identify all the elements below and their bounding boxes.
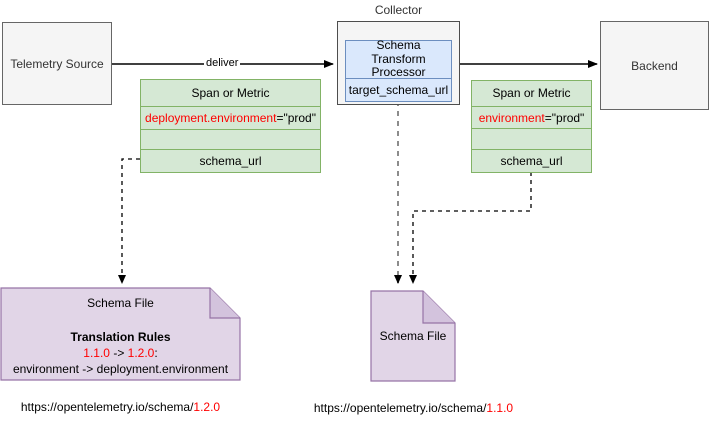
telemetry-before-title: Span or Metric	[141, 80, 320, 107]
rule-colon: :	[154, 346, 158, 361]
edge-schema-url-left-to-schema-file	[118, 158, 140, 284]
node-backend[interactable]: Backend	[600, 21, 709, 110]
telemetry-before-schema-url: schema_url	[199, 154, 262, 168]
telemetry-before-attribute: deployment.environment="prod"	[141, 107, 320, 130]
translation-rules-heading: Translation Rules	[70, 330, 171, 344]
telemetry-after-attribute-key: environment	[478, 110, 545, 125]
telemetry-before-attribute-key: deployment.environment	[145, 111, 277, 125]
schema-file-right-title: Schema File	[379, 329, 447, 343]
collector-caption: Collector	[374, 3, 423, 17]
processor-target-schema-url: target_schema_url	[348, 83, 449, 97]
rule-from-version: 1.1.0	[83, 346, 110, 361]
schema-file-left[interactable]: Schema File Translation Rules 1.1.0 -> 1…	[1, 288, 240, 380]
edge-label-deliver: deliver	[204, 57, 241, 69]
telemetry-after-title: Span or Metric	[472, 81, 591, 107]
schema-file-left-url-version: 1.2.0	[193, 400, 221, 414]
rule-to-version: 1.2.0	[127, 346, 155, 361]
telemetry-after-blank-row	[472, 129, 591, 151]
schema-file-left-rules: Translation Rules 1.1.0 -> 1.2.0: enviro…	[1, 329, 240, 378]
edge-schema-url-right-to-schema-file	[409, 172, 532, 284]
schema-file-left-title: Schema File	[87, 296, 154, 310]
telemetry-after-attribute: environment="prod"	[472, 107, 591, 130]
rule-mapping: environment -> deployment.environment	[12, 362, 229, 377]
rule-arrow: ->	[109, 346, 128, 361]
telemetry-before-blank-row	[141, 130, 320, 150]
schema-file-left-url: https://opentelemetry.io/schema/1.2.0	[1, 400, 240, 414]
schema-file-right-url: https://opentelemetry.io/schema/1.1.0	[311, 401, 516, 415]
node-schema-transform-processor[interactable]: Schema Transform Processor target_schema…	[345, 38, 452, 102]
telemetry-after-attribute-value: ="prod"	[544, 110, 585, 125]
node-telemetry-source[interactable]: Telemetry Source	[2, 22, 112, 105]
telemetry-after-schema-url: schema_url	[500, 154, 563, 169]
node-collector[interactable]: Schema Transform Processor target_schema…	[337, 21, 460, 105]
backend-label: Backend	[631, 58, 678, 73]
telemetry-before-attribute-value: ="prod"	[276, 111, 316, 125]
schema-file-left-url-prefix: https://opentelemetry.io/schema/	[20, 400, 194, 414]
telemetry-before-table[interactable]: Span or Metric deployment.environment="p…	[140, 79, 321, 173]
telemetry-after-table[interactable]: Span or Metric environment="prod" schema…	[471, 80, 592, 173]
processor-title: Schema Transform Processor	[346, 38, 451, 79]
schema-file-right[interactable]: Schema File	[371, 291, 455, 381]
schema-file-right-url-version: 1.1.0	[486, 401, 514, 415]
telemetry-source-label: Telemetry Source	[10, 56, 104, 71]
schema-file-right-url-prefix: https://opentelemetry.io/schema/	[313, 401, 487, 415]
